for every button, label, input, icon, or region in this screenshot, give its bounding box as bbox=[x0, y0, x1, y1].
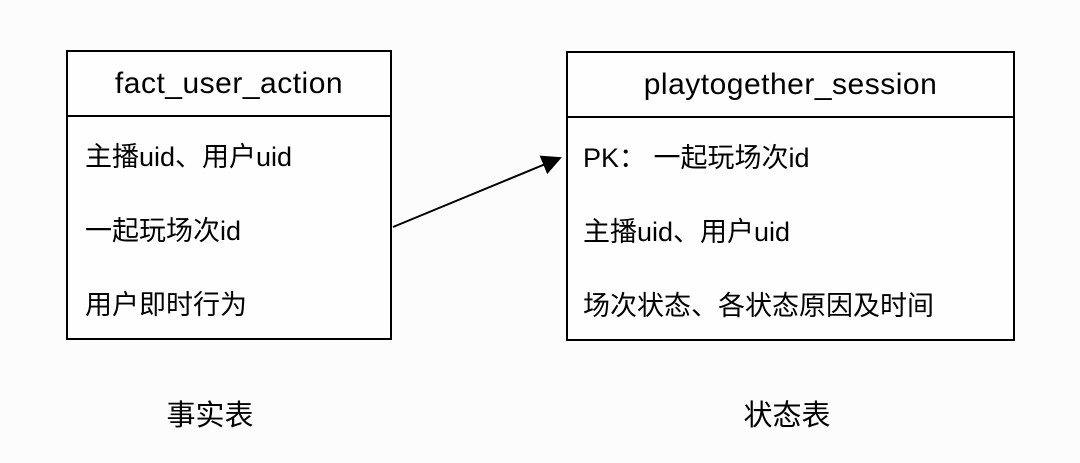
table-fact-user-action: fact_user_action 主播uid、用户uid 一起玩场次id 用户即… bbox=[66, 50, 392, 340]
caption-fact-table: 事实表 bbox=[166, 400, 254, 432]
table-row: 主播uid、用户uid bbox=[583, 216, 791, 247]
table-title: fact_user_action bbox=[68, 52, 390, 117]
table-row: 场次状态、各状态原因及时间 bbox=[583, 290, 934, 321]
table-row: 一起玩场次id bbox=[85, 215, 242, 246]
table-row-primary-key: PK： 一起玩场次id bbox=[583, 142, 810, 173]
table-title: playtogether_session bbox=[568, 53, 1013, 118]
table-body: PK： 一起玩场次id 主播uid、用户uid 场次状态、各状态原因及时间 bbox=[568, 118, 1013, 340]
arrow-line bbox=[392, 155, 562, 228]
table-playtogether-session: playtogether_session PK： 一起玩场次id 主播uid、用… bbox=[566, 51, 1015, 341]
table-body: 主播uid、用户uid 一起玩场次id 用户即时行为 bbox=[68, 117, 390, 339]
caption-state-table: 状态表 bbox=[743, 400, 831, 432]
table-row: 用户即时行为 bbox=[85, 289, 247, 320]
table-row: 主播uid、用户uid bbox=[85, 141, 293, 172]
